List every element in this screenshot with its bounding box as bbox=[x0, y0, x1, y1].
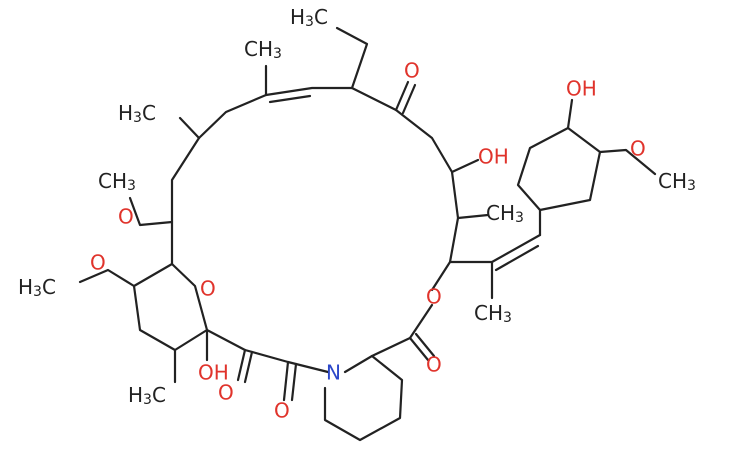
label-o-ketone-top: O bbox=[404, 59, 420, 83]
bond-ester-carbonyl bbox=[408, 336, 430, 362]
bond-keto-a2 bbox=[243, 350, 254, 384]
label-o-methoxy-lower: O bbox=[90, 251, 106, 275]
bond-methoxy-lower bbox=[78, 268, 136, 288]
bond-keto-b bbox=[282, 360, 290, 402]
label-oh-ring: OH bbox=[478, 145, 509, 169]
bond-keto-chain bbox=[205, 328, 330, 374]
label-ch3-alkene: CH3 bbox=[474, 301, 512, 327]
bond-cyclohexyl-methoxy bbox=[598, 148, 657, 176]
label-o-ester-ring: O bbox=[426, 285, 442, 309]
bond-ester-carbonyl2 bbox=[414, 332, 436, 358]
label-o-pyran: O bbox=[200, 277, 216, 301]
bond-alkene-double bbox=[494, 244, 540, 272]
label-oh-pyran: OH bbox=[198, 361, 229, 385]
bond-ring-methyl bbox=[456, 213, 490, 220]
bond-keto-a bbox=[236, 348, 247, 382]
bond-alkene bbox=[448, 233, 542, 264]
label-h3c-top: H3C bbox=[290, 5, 328, 31]
bond-methoxy-left bbox=[128, 196, 174, 227]
bond-top-ketone2 bbox=[401, 83, 417, 115]
bond-keto-b2 bbox=[290, 362, 298, 402]
label-h3c-bottom-left: H3C bbox=[128, 383, 166, 409]
label-h3c-upper-left: H3C bbox=[118, 101, 156, 127]
label-h3c-methoxy-lower: H3C bbox=[18, 275, 56, 301]
bond-top-chain bbox=[197, 86, 354, 140]
label-o-ester-carbonyl: O bbox=[426, 353, 442, 377]
label-o-keto-a: O bbox=[218, 381, 234, 405]
label-oh-cyclohexyl: OH bbox=[566, 77, 597, 101]
atom-labels: H3C CH3 H3C CH3 O O H3C O OH O H3C O N O… bbox=[18, 5, 696, 423]
bond-left-methyl bbox=[178, 116, 201, 140]
bond-right-chain bbox=[350, 86, 460, 292]
bond-top-ketone bbox=[394, 80, 410, 112]
bond-pyran-ring bbox=[132, 262, 209, 352]
bond-oh-ring bbox=[450, 158, 480, 174]
bond-ethyl bbox=[335, 26, 369, 90]
label-ch3-top: CH3 bbox=[244, 37, 282, 63]
label-o-keto-b: O bbox=[274, 399, 290, 423]
label-o-methoxy-left: O bbox=[118, 205, 134, 229]
label-ch3-cyclohexyl-methoxy: CH3 bbox=[658, 169, 696, 195]
label-o-cyclohexyl-methoxy: O bbox=[630, 137, 646, 161]
bond-left-chain bbox=[170, 136, 201, 266]
bond-cyclohexyl-oh bbox=[566, 98, 574, 130]
label-ch3-methoxy-left: CH3 bbox=[98, 169, 136, 195]
label-n-pipecolate: N bbox=[326, 361, 341, 385]
bond-cyclohexyl bbox=[516, 126, 602, 237]
bond-ester bbox=[370, 303, 434, 358]
label-ch3-ring: CH3 bbox=[486, 201, 524, 227]
bond-top-double bbox=[268, 94, 312, 104]
bond-lines bbox=[78, 26, 657, 442]
